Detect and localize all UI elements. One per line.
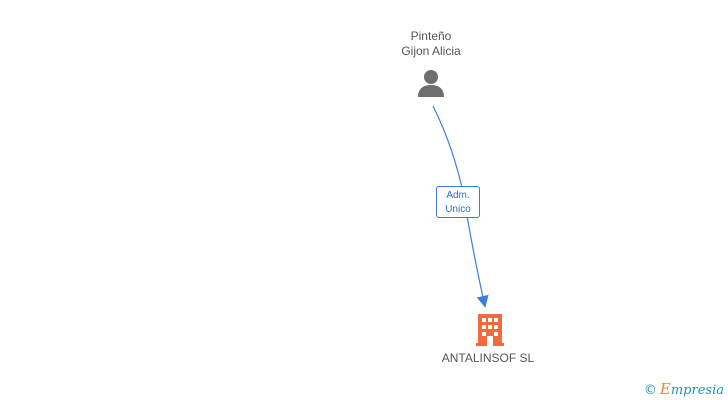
copyright-icon: © xyxy=(643,383,657,398)
person-node-label[interactable]: Pinteño Gijon Alicia xyxy=(371,29,491,59)
person-name-line2: Gijon Alicia xyxy=(401,44,461,58)
company-node-label[interactable]: ANTALINSOF SL xyxy=(441,351,535,365)
empresia-watermark: ©Empresia xyxy=(644,380,724,398)
building-icon[interactable] xyxy=(476,314,504,346)
brand-name: mpresia xyxy=(670,383,724,398)
edge-role-label[interactable]: Adm. Unico xyxy=(436,186,480,218)
edge-role-line2: Unico xyxy=(445,204,471,215)
person-name-line1: Pinteño xyxy=(410,29,452,43)
person-icon[interactable] xyxy=(418,70,444,97)
brand-initial: E xyxy=(659,380,671,398)
edge-role-line1: Adm. xyxy=(446,190,470,201)
